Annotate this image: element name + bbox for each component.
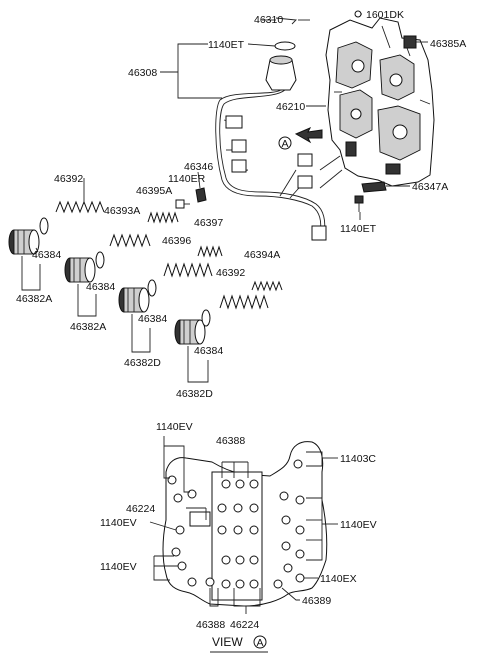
label-46224-bottom: 46224 — [230, 619, 259, 631]
part-46347A — [361, 181, 410, 193]
part-1140ER — [175, 199, 190, 209]
leaders-upper — [21, 13, 362, 383]
label-46393A: 46393A — [104, 205, 140, 217]
spring-46396 — [163, 262, 213, 278]
label-46392-b: 46392 — [216, 267, 245, 279]
label-46308: 46308 — [128, 67, 157, 79]
label-46382A-b: 46382A — [70, 321, 106, 333]
label-46389: 46389 — [302, 595, 331, 607]
spring-46393A — [109, 233, 151, 248]
label-46382D-a: 46382D — [124, 357, 161, 369]
washer-46384-c — [147, 279, 157, 297]
label-46385A: 46385A — [430, 38, 466, 50]
label-1140ET-top: 1140ET — [208, 39, 245, 51]
spring-46392-b — [219, 294, 269, 310]
washer-46384-b — [95, 251, 105, 269]
label-46384-a: 46384 — [32, 249, 61, 261]
washer-46384-a — [39, 217, 49, 235]
label-46310: 46310 — [254, 14, 283, 26]
label-46394A: 46394A — [244, 249, 280, 261]
view-a-arrow: A — [278, 127, 323, 150]
view-a-holes — [167, 459, 305, 589]
label-1140ER: 1140ER — [168, 173, 206, 185]
label-46347A: 46347A — [412, 181, 448, 193]
valve-46382A-a — [8, 229, 40, 255]
part-46385A — [403, 35, 428, 49]
valve-46382A-b — [64, 257, 96, 283]
bolt-1601DK — [354, 10, 362, 18]
view-a-marker: A — [282, 138, 289, 150]
label-46224-left: 46224 — [126, 503, 155, 515]
spring-46394A — [251, 280, 283, 292]
valve-body-46210 — [325, 17, 435, 187]
leaders-view-a — [149, 436, 338, 614]
label-46395A: 46395A — [136, 185, 172, 197]
label-1140EV-low: 1140EV — [100, 561, 137, 573]
label-46388-bottom: 46388 — [196, 619, 225, 631]
clip-46310 — [275, 17, 310, 25]
label-1140ET-right: 1140ET — [340, 223, 377, 235]
label-46397: 46397 — [194, 217, 223, 229]
view-a-title: VIEW A — [210, 635, 268, 653]
label-1140EV-left: 1140EV — [100, 517, 137, 529]
part-46346 — [195, 171, 207, 203]
spring-46395A — [147, 211, 179, 224]
view-title-letter: A — [257, 637, 264, 649]
view-title-text: VIEW — [212, 635, 243, 649]
oring-1140ET-top — [274, 41, 296, 51]
valve-46382D-b — [174, 319, 206, 345]
label-11403C: 11403C — [340, 453, 376, 465]
label-46384-d: 46384 — [194, 345, 223, 357]
label-46392-a: 46392 — [54, 173, 83, 185]
label-1140EV-right: 1140EV — [340, 519, 377, 531]
spring-46392-a — [55, 200, 105, 214]
label-1140EX: 1140EX — [320, 573, 357, 585]
harness-46308 — [215, 55, 343, 241]
label-46382A-a: 46382A — [16, 293, 52, 305]
label-46384-c: 46384 — [138, 313, 167, 325]
label-46382D-b: 46382D — [176, 388, 213, 400]
label-46388-top: 46388 — [216, 435, 245, 447]
spring-46397 — [197, 245, 223, 258]
label-46210: 46210 — [276, 101, 305, 113]
valve-46382D-a — [118, 287, 150, 313]
bolt-1140ET-right — [354, 195, 364, 212]
label-46396: 46396 — [162, 235, 191, 247]
label-46384-b: 46384 — [86, 281, 115, 293]
label-1601DK: 1601DK — [366, 9, 404, 21]
washer-46384-d — [201, 309, 211, 327]
label-46346: 46346 — [184, 161, 213, 173]
label-1140EV-top: 1140EV — [156, 421, 193, 433]
